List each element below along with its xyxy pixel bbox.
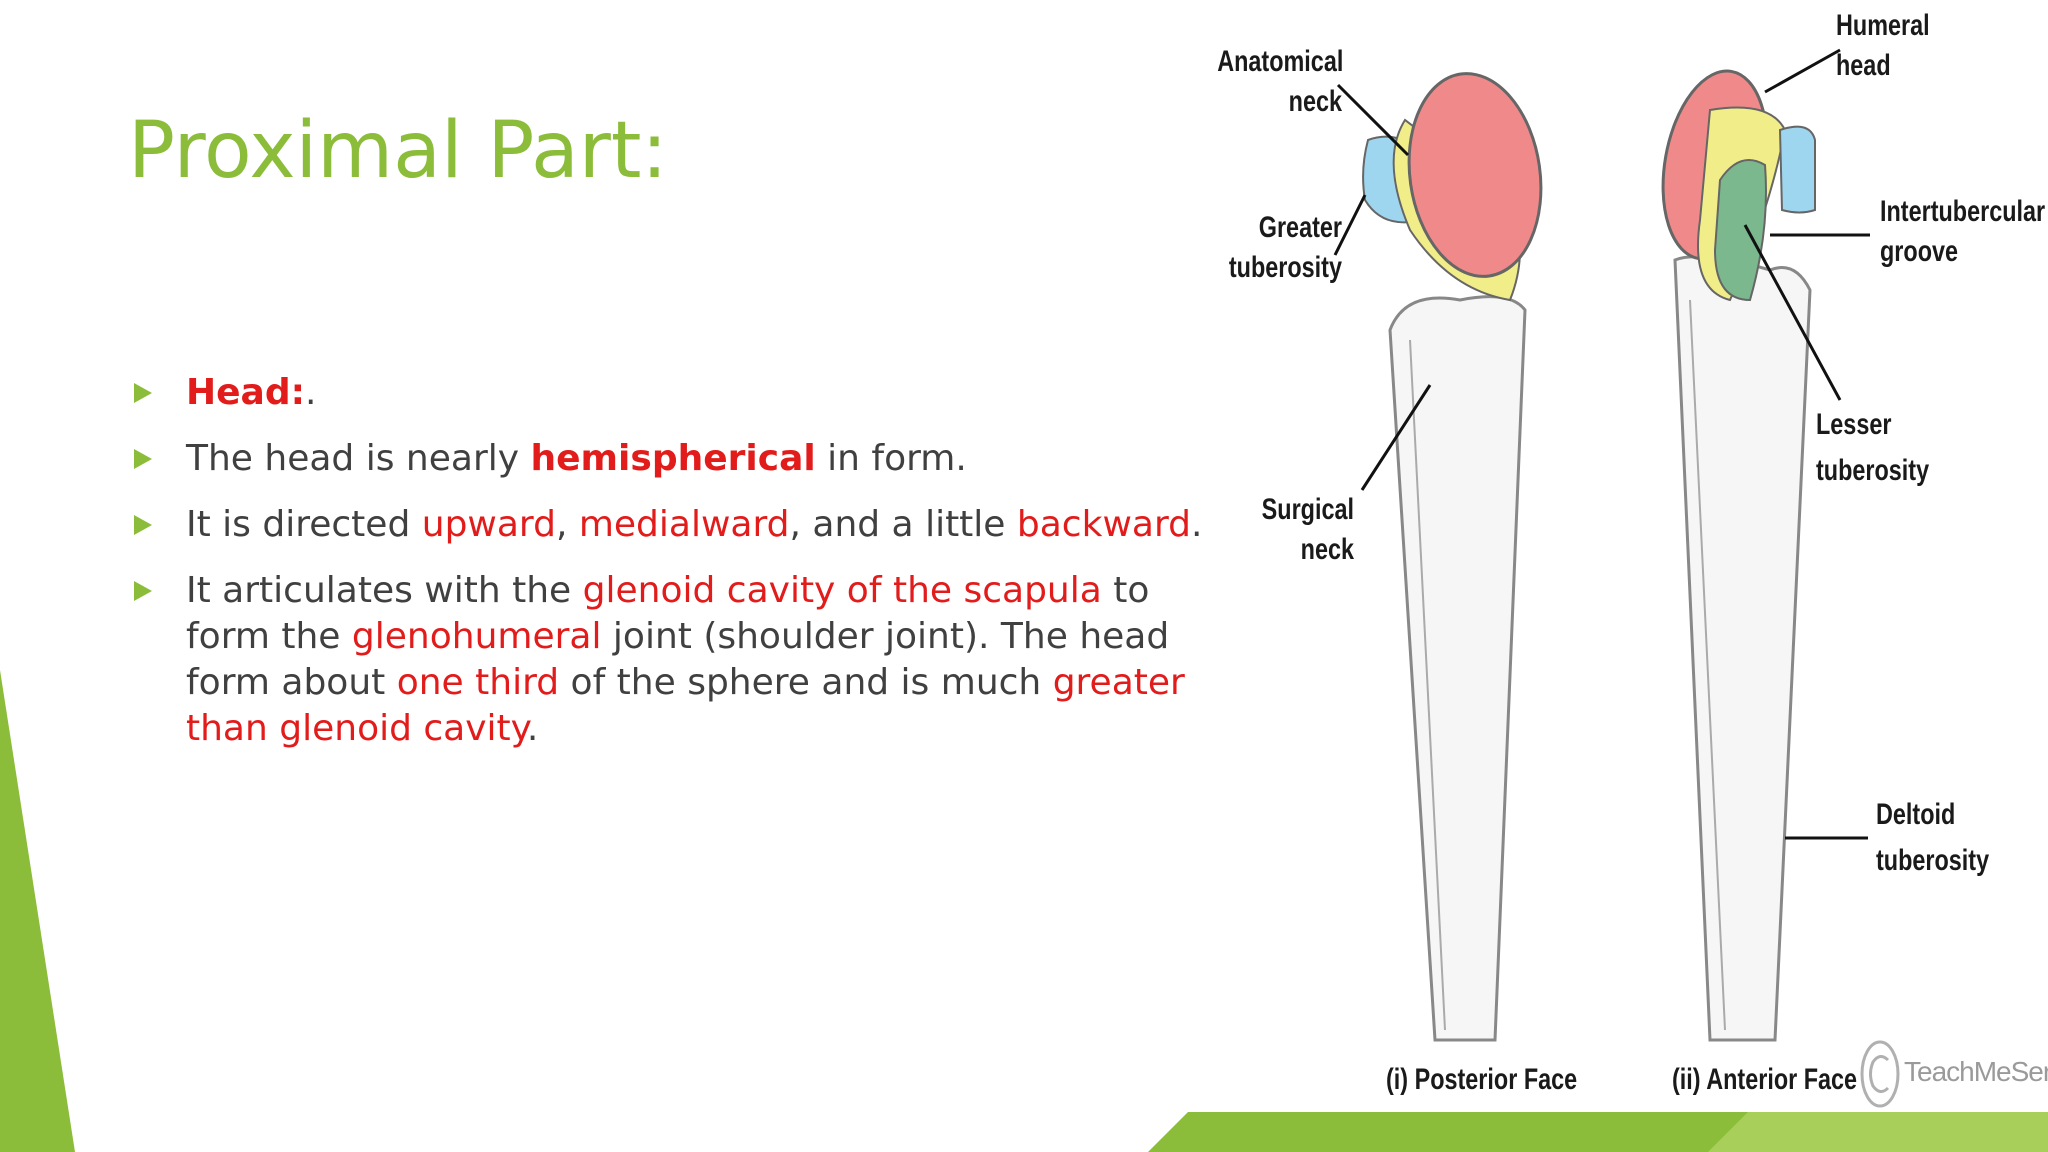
slide-title: Proximal Part: [128, 106, 668, 196]
bullet-text-segment: one third [396, 662, 560, 703]
triangle-bullet-icon [134, 383, 152, 403]
bullet-text-segment: joint (shoulder joint). The head form ab… [186, 616, 1170, 703]
copyright-icon [1860, 1040, 1900, 1108]
humerus-diagram: Anatomical neck Greater tuberosity Surgi… [1210, 0, 2048, 1152]
caption-anterior-face: (ii) Anterior Face [1672, 1063, 1858, 1096]
label-lesser-tuberosity: Lesser tuberosity [1816, 405, 1929, 491]
anterior-greater-tuberosity [1778, 125, 1816, 214]
anterior-lesser-tuberosity [1713, 159, 1767, 302]
label-surgical-neck-line2: neck [1300, 533, 1354, 566]
bullet-text-segment: hemispherical [530, 438, 816, 479]
label-anatomical-neck-line2: neck [1288, 85, 1342, 118]
label-anatomical-neck-line1: Anatomical [1217, 45, 1344, 78]
humerus-illustration [1333, 48, 1870, 1042]
bullet-text-segment: It is directed [186, 504, 422, 545]
label-surgical-neck-line1: Surgical [1261, 493, 1354, 526]
bullet-text-segment: , and a little [789, 504, 1017, 545]
bullet-text-segment: . [1190, 504, 1203, 545]
bullet-text-segment: to form the [186, 570, 1150, 657]
bullet-text-segment: glenoid cavity of the scapula [582, 570, 1102, 611]
bullet-text-segment: of the sphere and is much [559, 662, 1053, 703]
bullet-item: It is directed upward, medialward, and a… [130, 502, 1230, 548]
bullet-item: It articulates with the glenoid cavity o… [130, 568, 1230, 752]
bullet-text-segment: . [305, 372, 317, 413]
bullet-text-segment: upward [421, 504, 556, 545]
label-deltoid-tuberosity-line1: Deltoid [1876, 798, 1956, 831]
label-deltoid-tuberosity-line2: tuberosity [1876, 844, 1990, 877]
bottom-accent-light [1708, 1112, 2048, 1152]
bullet-text-segment: glenohumeral [351, 616, 602, 657]
label-intertubercular-groove-line2: groove [1880, 235, 1959, 268]
label-deltoid-tuberosity: Deltoid tuberosity [1876, 795, 1989, 881]
label-lesser-tuberosity-line1: Lesser [1816, 408, 1892, 441]
posterior-shaft [1388, 295, 1527, 1042]
label-intertubercular-groove: Intertubercular groove [1880, 192, 2045, 272]
label-humeral-head: Humeral head [1836, 6, 1930, 86]
label-greater-tuberosity-line2: tuberosity [1228, 251, 1342, 284]
bullet-text-segment: The head is nearly [186, 438, 531, 479]
caption-posterior-face: (i) Posterior Face [1386, 1063, 1578, 1096]
anterior-humerus [1661, 69, 1816, 1042]
label-intertubercular-groove-line1: Intertubercular [1880, 195, 2046, 228]
posterior-humeral-head [1407, 72, 1543, 278]
left-accent-shape [0, 670, 75, 1152]
bullet-text-segment: medialward [578, 504, 790, 545]
anterior-shaft [1673, 255, 1812, 1042]
posterior-humerus [1362, 72, 1543, 1042]
label-lesser-tuberosity-line2: tuberosity [1816, 454, 1930, 487]
bullet-list: Head:. The head is nearly hemispherical i… [130, 370, 1230, 772]
label-anatomical-neck: Anatomical neck [1217, 42, 1344, 122]
bullet-item: The head is nearly hemispherical in form… [130, 436, 1230, 482]
label-humeral-head-line2: head [1836, 49, 1891, 82]
bullet-text-segment: Head: [186, 372, 306, 413]
bottom-green-accent [1148, 1112, 2048, 1152]
bullet-text-segment: greater than glenoid cavity [186, 662, 1185, 749]
bullet-text-segment: , [555, 504, 579, 545]
label-humeral-head-line1: Humeral [1836, 9, 1930, 42]
bullet-text-segment: backward [1016, 504, 1191, 545]
bullet-text-segment: in form. [815, 438, 967, 479]
triangle-bullet-icon [134, 515, 152, 535]
label-greater-tuberosity: Greater tuberosity [1217, 208, 1342, 288]
watermark-text: TeachMeSeries [1904, 1056, 2048, 1087]
leader-lines [1333, 48, 1870, 840]
bullet-text-segment: . [526, 708, 539, 749]
triangle-bullet-icon [134, 449, 152, 469]
bullet-text-segment: It articulates with the [186, 570, 583, 611]
label-surgical-neck: Surgical neck [1229, 490, 1354, 570]
label-greater-tuberosity-line1: Greater [1258, 211, 1342, 244]
bullet-item: Head:. [130, 370, 1230, 416]
left-green-accent [0, 670, 75, 1152]
triangle-bullet-icon [134, 581, 152, 601]
